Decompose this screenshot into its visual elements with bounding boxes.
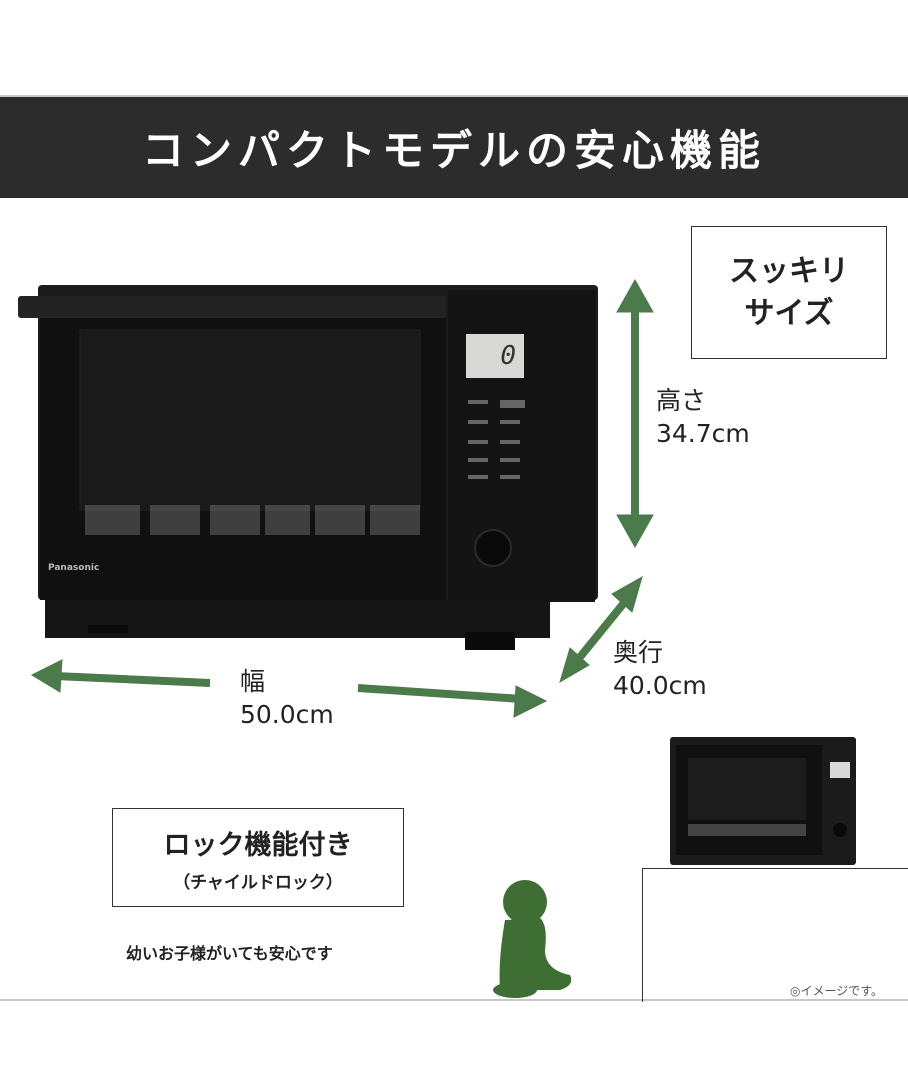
height-dimension: 高さ 34.7cm <box>656 384 750 450</box>
width-label: 幅 <box>240 667 266 696</box>
size-badge-line1: スッキリ <box>729 253 849 289</box>
height-value: 34.7cm <box>656 419 750 448</box>
size-badge: スッキリ サイズ <box>691 226 887 359</box>
shelf <box>642 868 908 1002</box>
arrow-right-icon <box>513 685 548 718</box>
arrow-up-icon <box>616 278 654 313</box>
microwave-small <box>670 737 856 865</box>
depth-dimension: 奥行 40.0cm <box>613 636 707 702</box>
dimension-arrows <box>30 278 654 718</box>
safety-note: 幼いお子様がいても安心です <box>126 944 333 963</box>
arrow-down-icon <box>616 514 654 549</box>
lock-feature-box: ロック機能付き （チャイルドロック） <box>112 808 404 907</box>
arrow-diag-down-icon <box>559 647 590 684</box>
size-badge-line2: サイズ <box>744 295 834 331</box>
image-frame <box>0 95 908 1001</box>
height-label: 高さ <box>656 386 707 415</box>
image-credit: ◎イメージです。 <box>790 984 884 998</box>
lock-feature-subtitle: （チャイルドロック） <box>173 872 343 893</box>
depth-value: 40.0cm <box>613 671 707 700</box>
microwave-display: 0 <box>466 334 524 378</box>
brand-logo: Panasonic <box>48 563 100 573</box>
width-value: 50.0cm <box>240 700 334 729</box>
lock-feature-title: ロック機能付き <box>163 829 353 861</box>
baby-silhouette-icon <box>493 880 572 998</box>
depth-label: 奥行 <box>613 638 664 667</box>
arrow-diag-up-icon <box>611 575 643 613</box>
page-title: コンパクトモデルの安心機能 <box>0 97 908 198</box>
arrow-left-icon <box>30 659 63 693</box>
width-dimension: 幅 50.0cm <box>240 665 334 731</box>
